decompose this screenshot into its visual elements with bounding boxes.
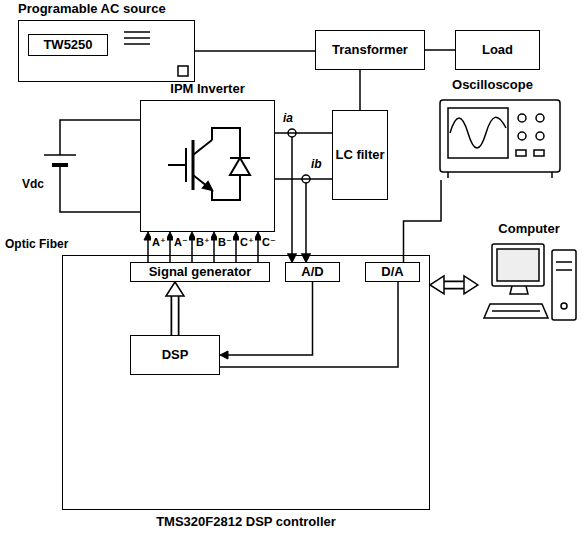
box-label: A/D bbox=[301, 265, 323, 280]
box-label: DSP bbox=[162, 348, 189, 363]
computer: Computer bbox=[478, 222, 580, 345]
box-label: TW5250 bbox=[43, 38, 92, 53]
heading: IPM Inverter bbox=[140, 82, 275, 97]
wire-line bbox=[404, 180, 442, 262]
signal-name: A⁻ bbox=[173, 237, 189, 248]
wire-line bbox=[275, 132, 332, 134]
wire-line bbox=[169, 239, 171, 262]
dac-box: D/A bbox=[365, 262, 420, 282]
wire-line bbox=[147, 239, 149, 262]
double-arrow bbox=[166, 282, 184, 335]
oscilloscope: Oscilloscope bbox=[420, 78, 565, 180]
arrowhead bbox=[220, 351, 228, 359]
computer-picture bbox=[484, 244, 576, 320]
wire bbox=[220, 282, 398, 367]
arrowhead bbox=[166, 282, 184, 296]
box-label: Transformer bbox=[332, 43, 408, 58]
box-outline bbox=[62, 255, 430, 510]
ac-source-details bbox=[124, 32, 188, 76]
wire-line bbox=[191, 239, 193, 262]
box-outline bbox=[140, 100, 275, 232]
load-box: Load bbox=[455, 30, 540, 70]
wire bbox=[425, 50, 455, 51]
wire-line bbox=[195, 50, 315, 52]
dsp-box: DSP bbox=[130, 335, 220, 375]
heading: Oscilloscope bbox=[420, 78, 565, 93]
signal-name: C⁺ bbox=[239, 237, 255, 248]
ac-source-box: Programable AC sourceTW5250 bbox=[18, 2, 195, 82]
wire bbox=[220, 282, 313, 359]
current-sensors bbox=[288, 129, 310, 262]
wire bbox=[275, 133, 332, 134]
arrowhead bbox=[430, 276, 444, 294]
heading: TMS320F2812 DSP controller bbox=[62, 515, 430, 530]
wire-line bbox=[275, 178, 332, 180]
dc-battery bbox=[44, 120, 140, 212]
arrow-shaft bbox=[443, 280, 465, 289]
inverter-box: IPM Inverter bbox=[140, 82, 275, 232]
arrowhead bbox=[464, 276, 478, 294]
wire bbox=[275, 179, 332, 180]
wire bbox=[195, 51, 315, 52]
model-box: TW5250 bbox=[28, 34, 108, 56]
signal-generator-box: Signal generator bbox=[130, 262, 270, 282]
wire-line bbox=[235, 239, 237, 262]
wire-line bbox=[227, 282, 313, 355]
signal-name: C⁻ bbox=[261, 237, 277, 248]
wire-line bbox=[425, 49, 455, 51]
current-label: ib bbox=[311, 158, 322, 171]
box-label: Load bbox=[482, 43, 513, 58]
filter-box: LC filter bbox=[332, 110, 388, 200]
arrow-shaft bbox=[443, 282, 465, 288]
wire-line bbox=[257, 239, 259, 262]
heading: Programable AC source bbox=[18, 2, 166, 17]
signal-path-label: Optic Fiber bbox=[5, 238, 68, 251]
voltage-label: Vdc bbox=[22, 178, 44, 191]
transformer-box: Transformer bbox=[315, 30, 425, 70]
arrow-shaft bbox=[171, 295, 180, 335]
heading: Computer bbox=[478, 222, 580, 237]
box-label: LC filter bbox=[335, 148, 384, 163]
wire-line bbox=[220, 282, 398, 367]
oscilloscope-picture bbox=[440, 100, 560, 178]
box-label: D/A bbox=[381, 265, 403, 280]
signal-name: B⁻ bbox=[217, 237, 233, 248]
wire-line bbox=[213, 239, 215, 262]
current-label: ia bbox=[283, 112, 293, 125]
igbt-symbol bbox=[168, 128, 250, 200]
signal-name: B⁺ bbox=[195, 237, 211, 248]
signal-name: A⁺ bbox=[151, 237, 167, 248]
wire-line bbox=[359, 70, 361, 110]
adc-box: A/D bbox=[285, 262, 340, 282]
box-label: Signal generator bbox=[149, 265, 252, 280]
arrow-shaft bbox=[172, 295, 178, 335]
wire bbox=[360, 70, 361, 110]
double-arrow bbox=[430, 276, 478, 294]
wire bbox=[404, 180, 442, 262]
controller-box: TMS320F2812 DSP controller Signal generat… bbox=[62, 255, 430, 530]
